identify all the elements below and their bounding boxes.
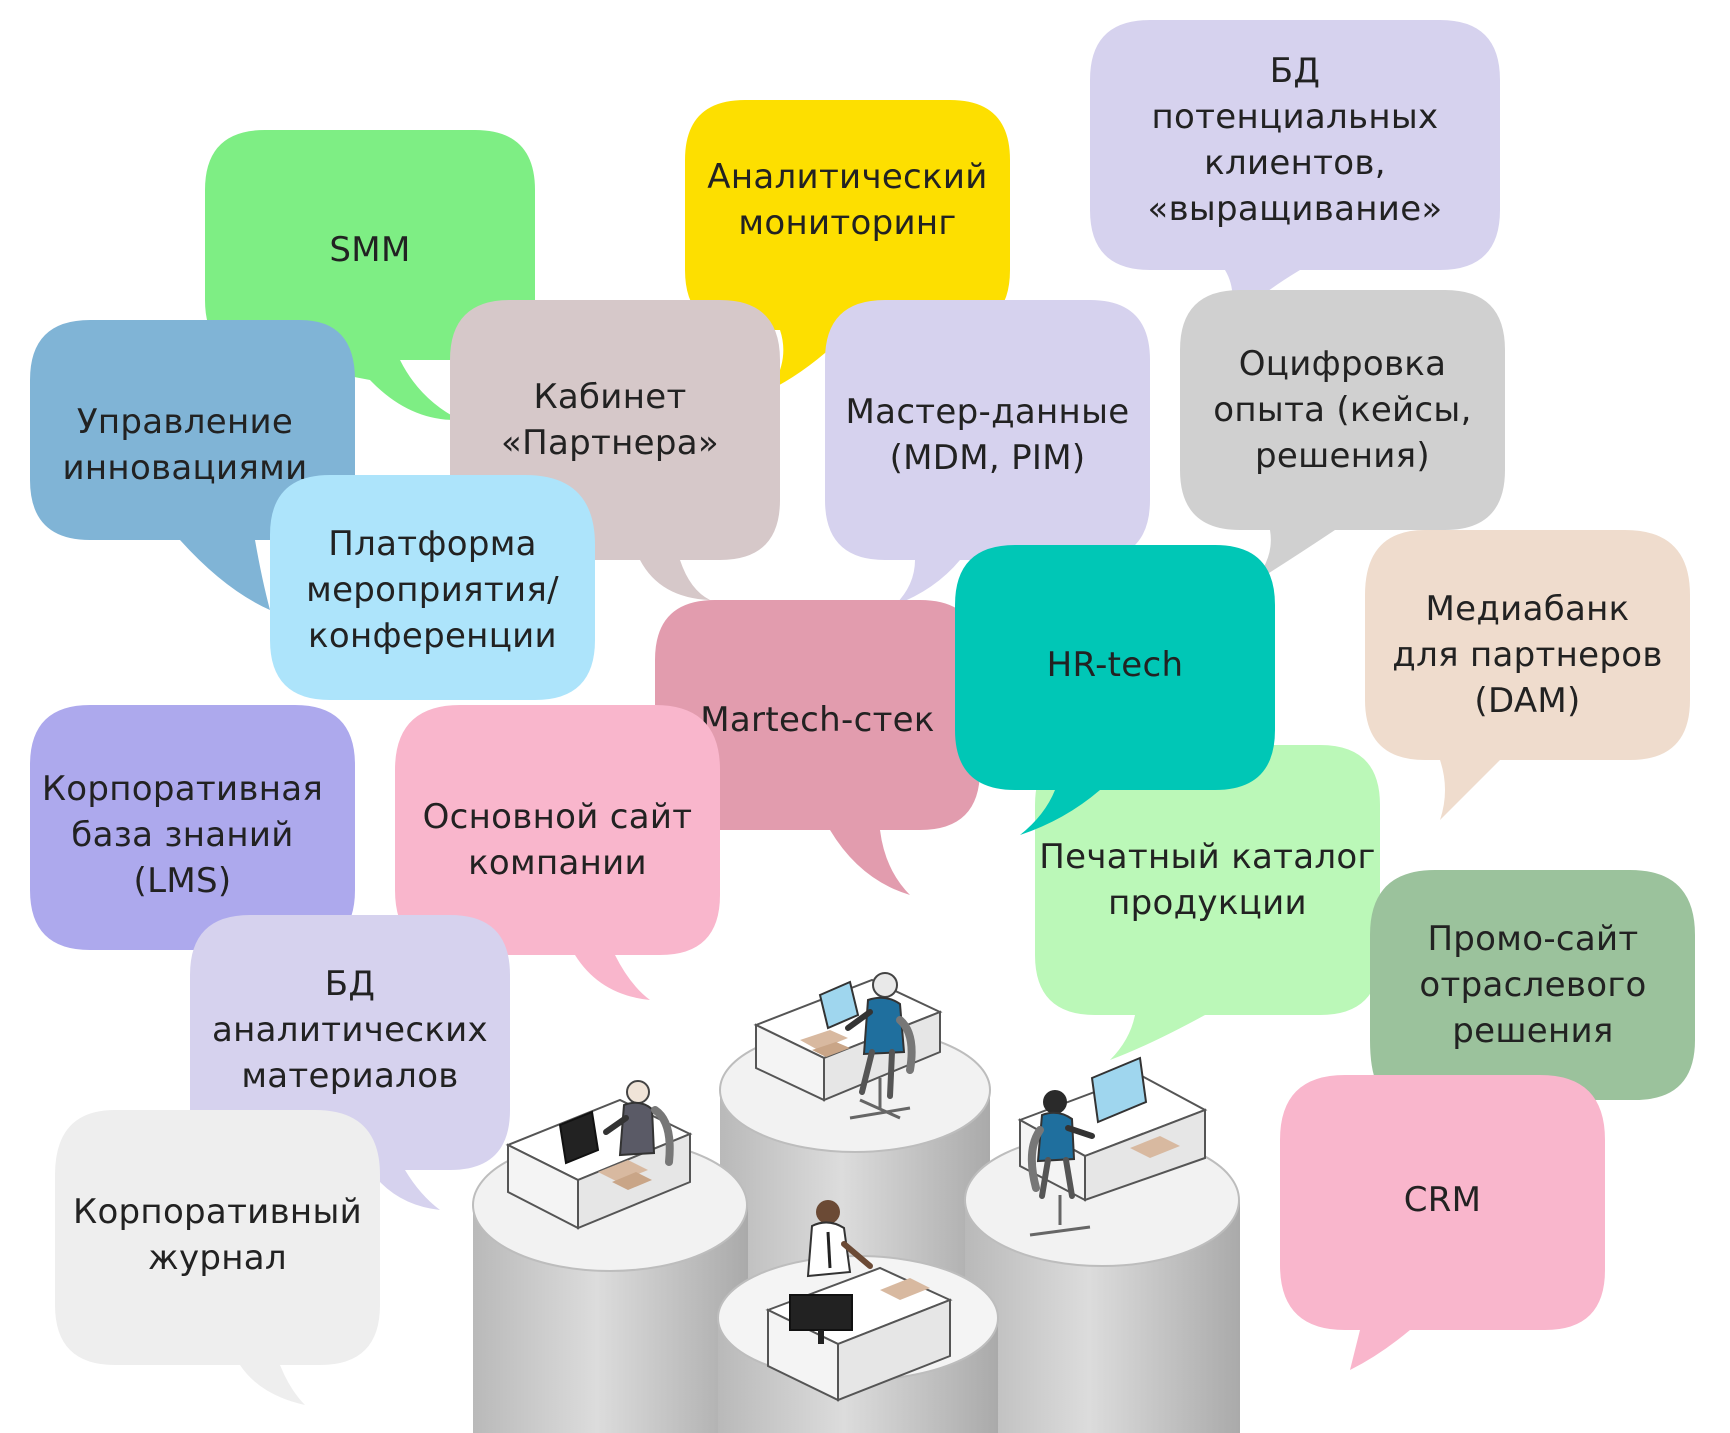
office-worker-icon	[845, 972, 906, 1099]
monitor-icon	[789, 1294, 853, 1344]
monitor-icon	[558, 1110, 600, 1165]
office-worker-icon	[806, 1200, 873, 1278]
office-chair-icon	[849, 1016, 916, 1120]
office-chair-icon	[651, 1106, 674, 1166]
office-chair-icon	[1027, 1126, 1091, 1237]
monitor-icon	[1090, 1056, 1148, 1124]
monitor-icon	[818, 980, 860, 1030]
office-worker-icon	[603, 1080, 656, 1157]
office-worker-icon	[1036, 1090, 1095, 1199]
